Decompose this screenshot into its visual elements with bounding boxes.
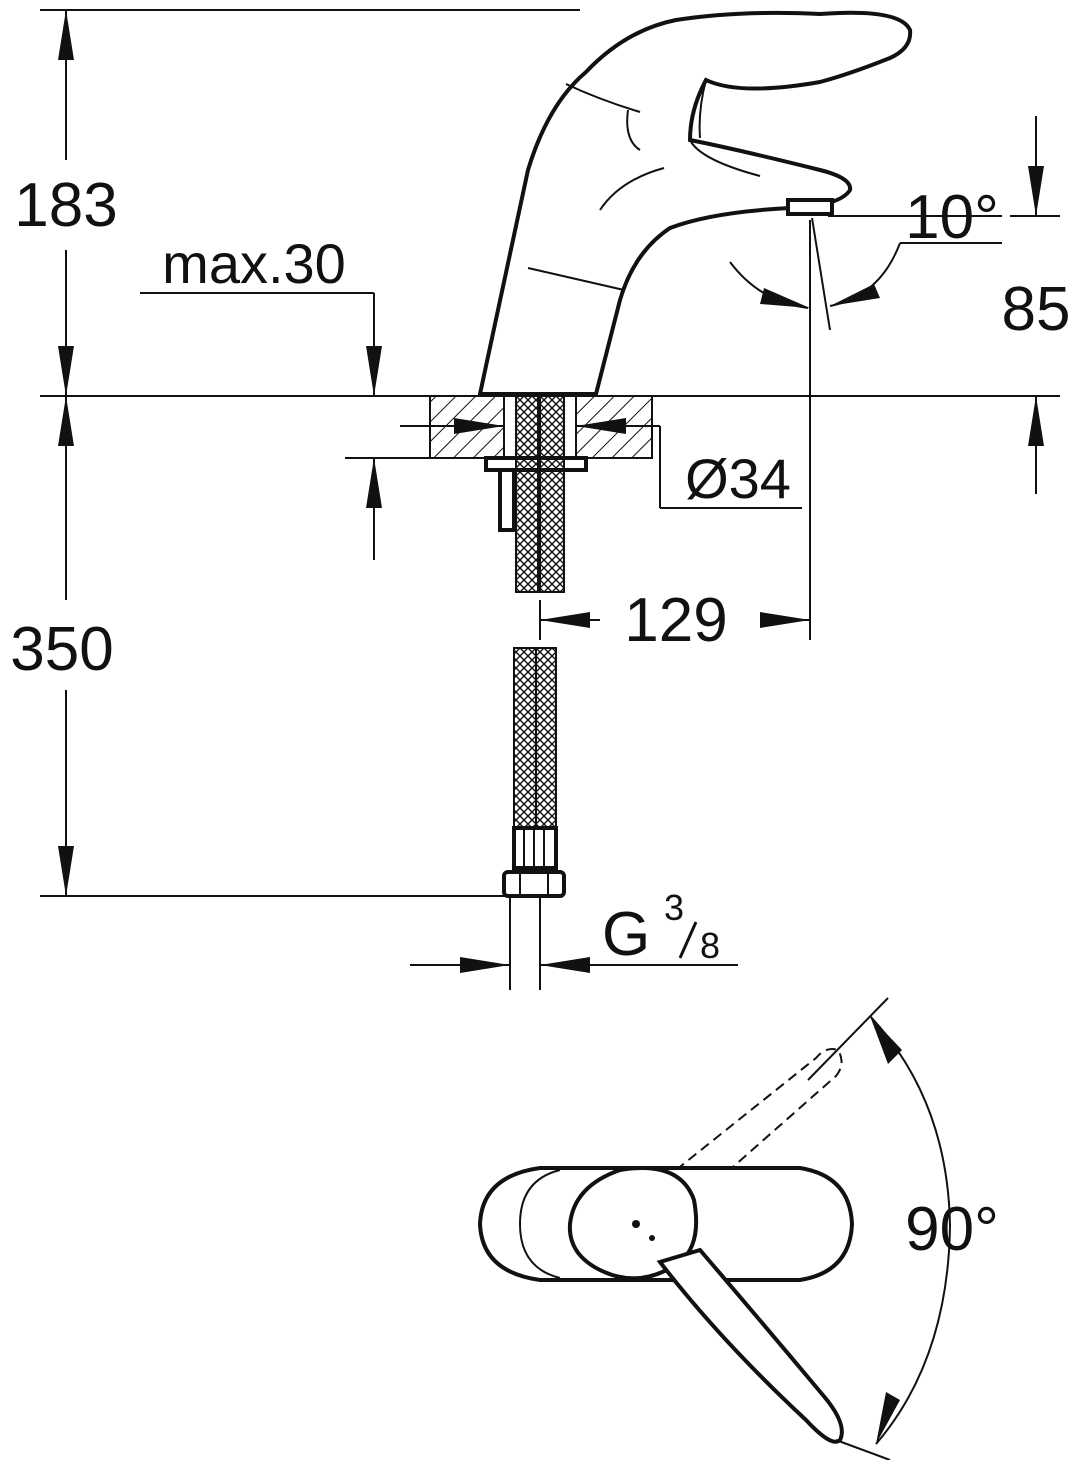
hole-diameter-label: Ø34 bbox=[685, 447, 791, 510]
spout-angle-dimension: 10° bbox=[729, 183, 1002, 331]
spout-reach-dimension: 129 bbox=[540, 586, 810, 655]
thread-denominator-label: 8 bbox=[700, 925, 720, 966]
below-deck-350-dimension: 350 bbox=[10, 396, 114, 896]
spout-height-label: 85 bbox=[1002, 275, 1071, 344]
thread-prefix-label: G bbox=[602, 900, 650, 969]
thread-numerator-label: 3 bbox=[664, 887, 684, 928]
max-deck-thickness-label: max.30 bbox=[162, 232, 346, 295]
height-183-label: 183 bbox=[14, 171, 117, 240]
reference-lines bbox=[40, 9, 1060, 990]
spout-angle-label: 10° bbox=[905, 183, 999, 252]
spout-height-dimension: 85 bbox=[1002, 116, 1071, 494]
max-deck-thickness-dimension: max.30 bbox=[140, 232, 430, 560]
faucet-top-view: 90° bbox=[477, 997, 999, 1460]
below-deck-350-label: 350 bbox=[10, 615, 113, 684]
lever-rotation-label: 90° bbox=[905, 1195, 999, 1264]
faucet-side-view bbox=[429, 10, 913, 898]
spout-reach-label: 129 bbox=[624, 586, 727, 655]
height-183-dimension: 183 bbox=[14, 10, 118, 396]
thread-size-dimension: G 3 8 bbox=[410, 887, 738, 973]
